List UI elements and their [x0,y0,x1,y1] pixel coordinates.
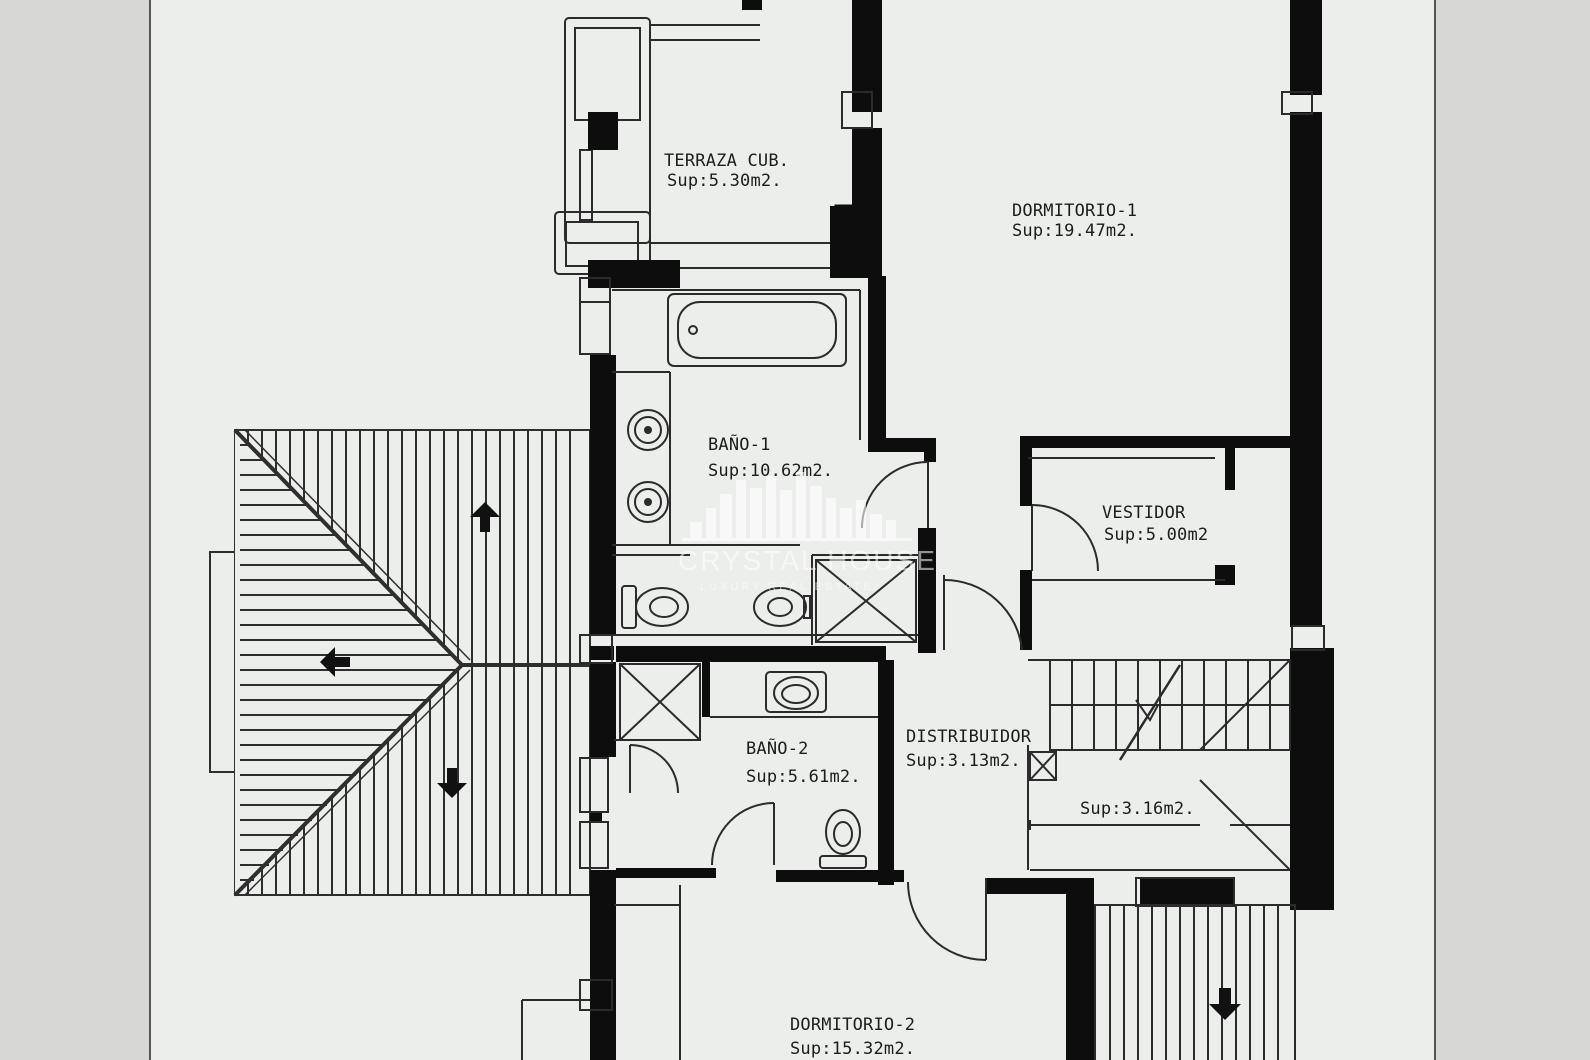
bathtub-icon [667,293,847,367]
lower-landing-hatch [1094,904,1296,1060]
washbasin-icon-3 [765,671,827,713]
room-name: DISTRIBUIDOR [906,727,1032,747]
toilet-icon-2 [819,809,867,869]
room-area: Sup:15.32m2. [790,1039,915,1059]
room-label-dormitorio-1: DORMITORIO-1 Sup:19.47m2. [1012,201,1137,241]
room-area: Sup:5.30m2. [667,171,782,191]
door-swings [629,461,1099,961]
watermark-tagline: LUXURY REAL ESTATE [700,581,874,593]
staircase [1029,659,1291,871]
toilet-icon [621,585,689,629]
room-area: Sup:5.61m2. [746,767,861,787]
bidet-icon [753,587,811,627]
roof-arrow-left-icon [320,647,350,677]
room-label-terraza: TERRAZA CUB. Sup:5.30m2. [664,151,789,191]
room-area: Sup:5.00m2 [1104,525,1208,545]
room-label-escalera: Sup:3.16m2. [1080,799,1195,819]
room-area: Sup:19.47m2. [1012,221,1137,241]
room-label-vestidor: VESTIDOR Sup:5.00m2 [1102,503,1208,545]
room-name: TERRAZA CUB. [664,151,789,171]
stair-arrow-down-icon [1209,988,1241,1020]
terrace [554,17,840,275]
washbasin-icon-2 [627,481,669,523]
terrace-column [588,112,618,150]
room-name: VESTIDOR [1102,503,1186,523]
room-name: DORMITORIO-2 [790,1015,915,1035]
watermark-brand: CRYSTAL HOUSE [678,545,937,576]
shower-icon-2 [619,663,701,741]
shower-icon [815,559,917,643]
room-name: BAÑO-2 [746,737,809,759]
roof-arrow-down-icon [437,768,467,798]
room-area: Sup:3.13m2. [906,751,1021,771]
skyline-icon [682,472,912,541]
room-label-bano-2: BAÑO-2 Sup:5.61m2. [746,737,861,787]
roof-arrow-up-icon [470,502,500,532]
room-label-dormitorio-2: DORMITORIO-2 Sup:15.32m2. [790,1015,915,1059]
watermark-logo: CRYSTAL HOUSE LUXURY REAL ESTATE [678,472,937,593]
room-name: DORMITORIO-1 [1012,201,1137,221]
walls [588,0,1334,1060]
room-label-distribuidor: DISTRIBUIDOR Sup:3.13m2. [906,727,1032,771]
room-area: Sup:3.16m2. [1080,799,1195,819]
washbasin-icon [627,409,669,451]
room-name: BAÑO-1 [708,433,771,455]
